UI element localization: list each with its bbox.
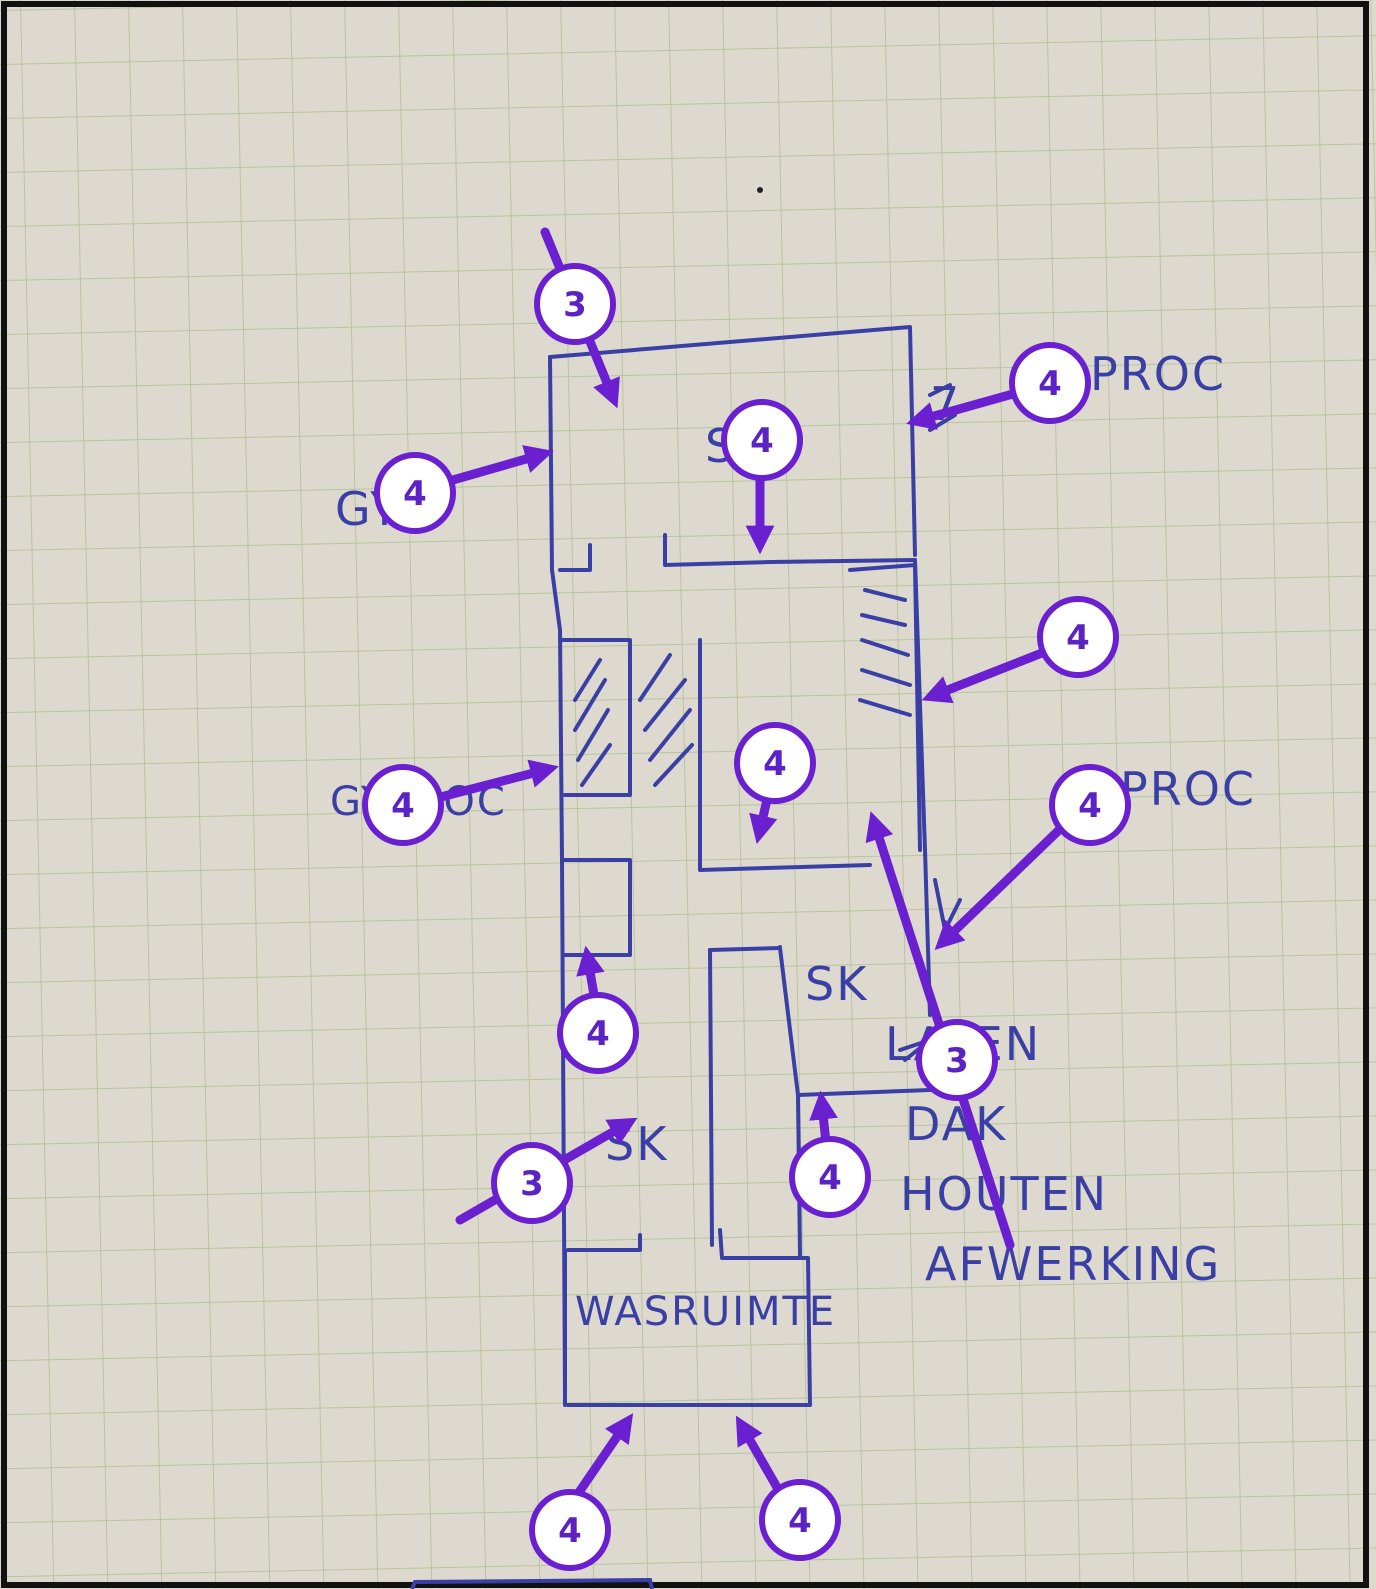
- svg-text:3: 3: [945, 1041, 969, 1081]
- annotation-badges: 3 4 4 4 4 4 4 4: [362, 263, 1131, 1571]
- svg-text:4: 4: [1066, 618, 1090, 658]
- badge-a8[interactable]: 4: [1049, 764, 1131, 846]
- svg-text:4: 4: [558, 1511, 582, 1551]
- svg-text:4: 4: [1038, 364, 1062, 404]
- floor-plan-walls: [548, 325, 962, 1407]
- svg-text:3: 3: [563, 285, 587, 325]
- label-proc-mid-right: PROC: [1120, 762, 1256, 816]
- pen-dot: [757, 187, 763, 193]
- note-line-2: DAK: [905, 1097, 1007, 1151]
- badge-a12[interactable]: 4: [789, 1136, 871, 1218]
- label-proc-top-right: PROC: [1090, 347, 1226, 401]
- label-sk-right: SK: [805, 957, 868, 1011]
- svg-text:4: 4: [763, 744, 787, 784]
- svg-text:4: 4: [403, 474, 427, 514]
- badge-a2[interactable]: 4: [1009, 342, 1091, 424]
- badge-a13[interactable]: 4: [529, 1489, 611, 1571]
- svg-text:4: 4: [788, 1501, 812, 1541]
- label-wasruimte: WASRUIMTE: [575, 1289, 836, 1335]
- badge-a10[interactable]: 3: [916, 1019, 998, 1101]
- badge-a6[interactable]: 4: [362, 764, 444, 846]
- badge-a3[interactable]: 4: [721, 399, 803, 481]
- svg-text:4: 4: [750, 421, 774, 461]
- svg-text:4: 4: [1078, 786, 1102, 826]
- bottom-sketch-fragment: [410, 1577, 654, 1589]
- badge-a9[interactable]: 4: [557, 992, 639, 1074]
- note-line-4: AFWERKING: [925, 1237, 1221, 1291]
- label-7-top-right: 7: [930, 377, 961, 431]
- badge-a7[interactable]: 4: [734, 722, 816, 804]
- label-sk-left: SK: [605, 1117, 668, 1171]
- badge-a1[interactable]: 3: [534, 263, 616, 345]
- badge-a11[interactable]: 3: [491, 1142, 573, 1224]
- svg-text:4: 4: [391, 786, 415, 826]
- badge-a14[interactable]: 4: [759, 1479, 841, 1561]
- svg-text:4: 4: [818, 1158, 842, 1198]
- svg-text:4: 4: [586, 1014, 610, 1054]
- svg-text:3: 3: [520, 1164, 544, 1204]
- badge-a4[interactable]: 4: [374, 452, 456, 534]
- badge-a5[interactable]: 4: [1037, 596, 1119, 678]
